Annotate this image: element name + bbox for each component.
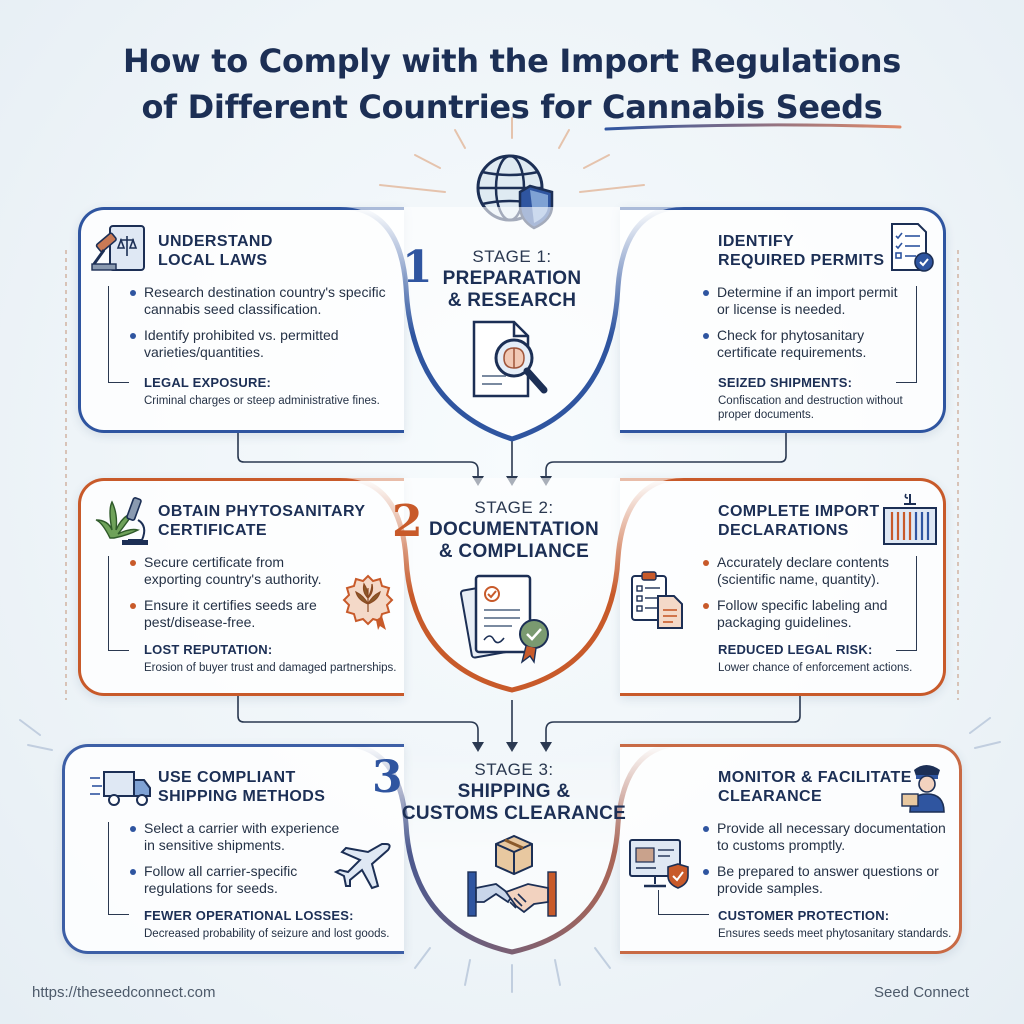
stage1-left-card xyxy=(78,207,404,433)
stage2-left-bullets: Secure certificate from exporting countr… xyxy=(130,554,340,640)
stage3-left-title: USE COMPLIANT SHIPPING METHODS xyxy=(158,768,325,806)
documents-seal-icon xyxy=(459,574,549,664)
stage1-left-bullets: Research destination country's specific … xyxy=(130,284,392,370)
stage3-left-outcome-desc: Decreased probability of seizure and los… xyxy=(144,928,390,940)
stage2-right-title-line2: DECLARATIONS xyxy=(718,522,849,539)
gavel-law-book-icon xyxy=(91,225,145,271)
stage2-left-title-line1: OBTAIN PHYTOSANITARY xyxy=(158,503,366,520)
customs-officer-icon xyxy=(901,765,945,813)
stage3-number: 3 xyxy=(372,752,403,803)
title-underline xyxy=(604,123,902,131)
stage1-left-outcome-title: LEGAL EXPOSURE: xyxy=(144,375,272,390)
stage3-right-title-line1: MONITOR & FACILITATE xyxy=(718,769,912,786)
stage2-right-outcome-title: REDUCED LEGAL RISK: xyxy=(718,642,873,657)
stage1-right-bracket xyxy=(896,286,917,383)
stage1-right-bullets: Determine if an import permit or license… xyxy=(703,284,903,370)
list-item: Follow all carrier-specific regulations … xyxy=(130,863,354,897)
stage3-heading: STAGE 3: SHIPPING & CUSTOMS CLEARANCE xyxy=(396,759,632,825)
document-brain-magnifier-icon xyxy=(472,320,548,398)
stage2-right-bullets: Accurately declare contents (scientific … xyxy=(703,554,903,640)
stage2-name-line1: DOCUMENTATION xyxy=(429,519,599,540)
stage3-left-title-line1: USE COMPLIANT xyxy=(158,769,296,786)
monitor-shield-icon xyxy=(629,839,689,889)
stage1-label: STAGE 1: xyxy=(472,247,552,266)
stage3-right-outcome-title: CUSTOMER PROTECTION: xyxy=(718,908,890,923)
stage3-right-title-line2: CLEARANCE xyxy=(718,788,823,805)
list-item: Ensure it certifies seeds are pest/disea… xyxy=(130,597,340,631)
stage1-left-title: UNDERSTAND LOCAL LAWS xyxy=(158,232,273,270)
list-item: Follow specific labeling and packaging g… xyxy=(703,597,903,631)
stage1-right-outcome-desc: Confiscation and destruction without pro… xyxy=(718,395,903,421)
delivery-truck-icon xyxy=(90,771,151,806)
stage2-label: STAGE 2: xyxy=(474,498,554,517)
box-handshake-icon xyxy=(467,834,557,917)
stage3-name-line2: CUSTOMS CLEARANCE xyxy=(401,803,627,824)
stage3-left-title-line2: SHIPPING METHODS xyxy=(158,788,326,805)
stage2-left-title-line2: CERTIFICATE xyxy=(158,522,267,539)
leaf-microscope-icon xyxy=(95,497,148,545)
list-item: Select a carrier with experience in sens… xyxy=(130,820,354,854)
list-item: Be prepared to answer questions or provi… xyxy=(703,863,959,897)
stage2-number: 2 xyxy=(392,496,423,547)
stage2-right-bracket xyxy=(896,556,917,651)
stage2-name-line2: & COMPLIANCE xyxy=(438,541,590,562)
stage3-right-outcome-desc: Ensures seeds meet phytosanitary standar… xyxy=(718,928,952,940)
stage3-left-outcome-title: FEWER OPERATIONAL LOSSES: xyxy=(144,908,354,923)
footer-brand: Seed Connect xyxy=(874,984,970,1001)
list-item: Accurately declare contents (scientific … xyxy=(703,554,903,588)
list-item: Check for phytosanitary certificate requ… xyxy=(703,327,903,361)
shipping-container-icon xyxy=(883,493,937,545)
clipboard-forms-icon xyxy=(631,571,683,629)
list-item: Identify prohibited vs. permitted variet… xyxy=(130,327,392,361)
stage1-right-title-line1: IDENTIFY xyxy=(718,233,795,250)
footer-url[interactable]: https://theseedconnect.com xyxy=(32,984,216,1001)
stage2-left-outcome-desc: Erosion of buyer trust and damaged partn… xyxy=(144,662,397,674)
title-line-1: How to Comply with the Import Regulation… xyxy=(123,42,901,80)
stage2-left-outcome-title: LOST REPUTATION: xyxy=(144,642,273,657)
stage3-left-bracket xyxy=(108,822,129,915)
stage3-label: STAGE 3: xyxy=(474,760,554,779)
stage1-name-line1: PREPARATION xyxy=(442,268,582,289)
airplane-icon xyxy=(333,843,391,890)
stage3-left-bullets: Select a carrier with experience in sens… xyxy=(130,820,354,906)
checklist-badge-icon xyxy=(891,223,934,272)
title-line-2: of Different Countries for Cannabis Seed… xyxy=(141,88,883,126)
stage2-right-outcome-desc: Lower chance of enforcement actions. xyxy=(718,662,913,674)
stage2-heading: STAGE 2: DOCUMENTATION & COMPLIANCE xyxy=(396,497,632,563)
stage3-name-line1: SHIPPING & xyxy=(457,781,571,802)
stage1-name-line2: & RESEARCH xyxy=(447,290,577,311)
stage1-left-title-line1: UNDERSTAND xyxy=(158,233,273,250)
stage1-left-bracket xyxy=(108,286,129,383)
page-title: How to Comply with the Import Regulation… xyxy=(0,38,1024,130)
stage3-right-bracket xyxy=(658,890,709,915)
stage2-left-bracket xyxy=(108,556,129,651)
stage3-right-title: MONITOR & FACILITATE CLEARANCE xyxy=(718,768,912,806)
list-item: Provide all necessary documentation to c… xyxy=(703,820,959,854)
stage3-right-bullets: Provide all necessary documentation to c… xyxy=(703,820,959,906)
cannabis-seal-icon xyxy=(342,574,394,630)
list-item: Research destination country's specific … xyxy=(130,284,392,318)
list-item: Secure certificate from exporting countr… xyxy=(130,554,340,588)
stage1-heading: STAGE 1: PREPARATION & RESEARCH xyxy=(394,246,630,312)
stage1-right-outcome-title: SEIZED SHIPMENTS: xyxy=(718,375,853,390)
stage1-number: 1 xyxy=(402,242,433,293)
stage1-right-title-line2: REQUIRED PERMITS xyxy=(718,252,885,269)
stage2-right-title: COMPLETE IMPORT DECLARATIONS xyxy=(718,502,880,540)
stage1-left-outcome-desc: Criminal charges or steep administrative… xyxy=(144,395,380,407)
list-item: Determine if an import permit or license… xyxy=(703,284,903,318)
stage2-right-title-line1: COMPLETE IMPORT xyxy=(718,503,880,520)
stage2-left-title: OBTAIN PHYTOSANITARY CERTIFICATE xyxy=(158,502,365,540)
stage1-right-title: IDENTIFY REQUIRED PERMITS xyxy=(718,232,884,270)
stage1-left-title-line2: LOCAL LAWS xyxy=(158,252,268,269)
